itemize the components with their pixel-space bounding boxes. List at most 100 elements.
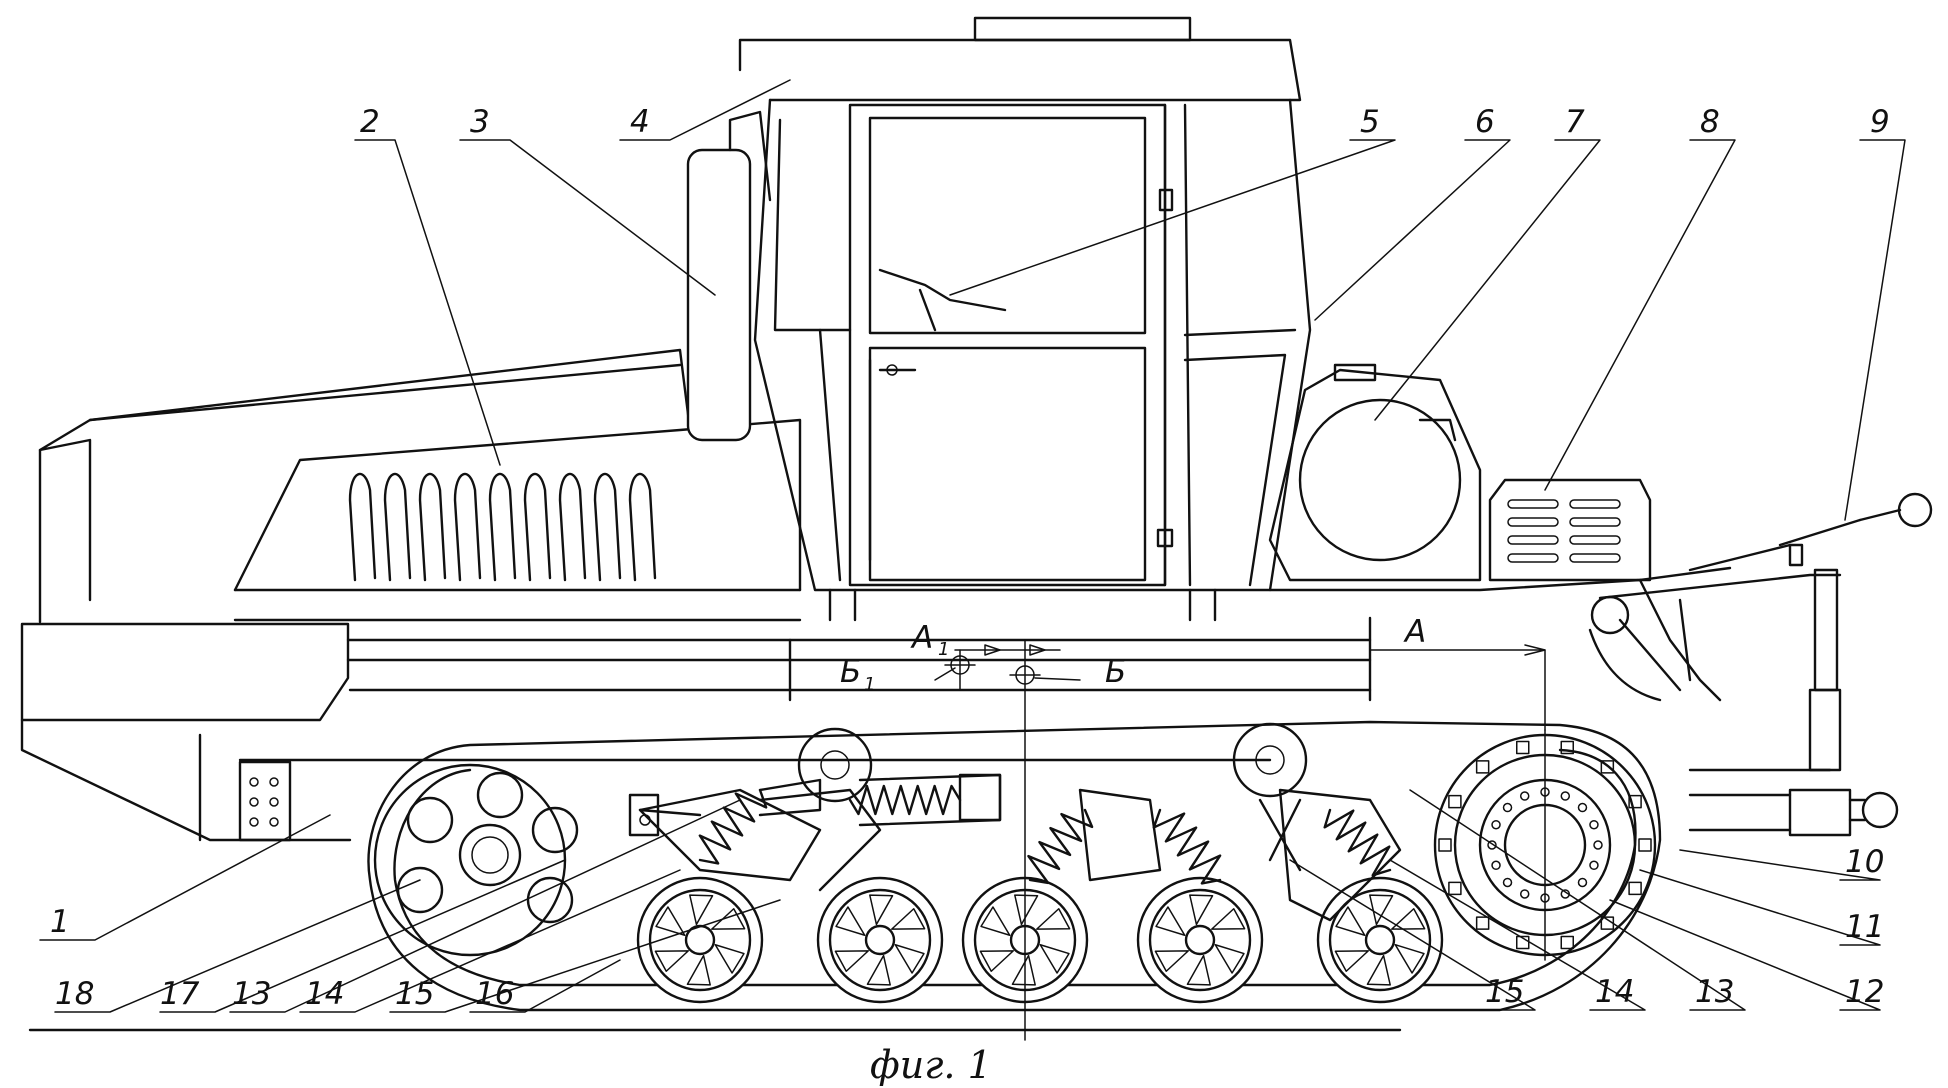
vent-slot bbox=[628, 472, 657, 582]
road-wheel-spoke bbox=[1154, 950, 1190, 973]
callout-13-left: 13 bbox=[232, 976, 271, 1012]
front-idler-wheel bbox=[373, 763, 579, 957]
road-wheel-spoke bbox=[654, 950, 690, 973]
spring-coil bbox=[1027, 808, 1094, 885]
road-wheel-spoke bbox=[1155, 906, 1186, 937]
road-wheel-spoke bbox=[1390, 907, 1426, 930]
road-wheel-spoke bbox=[894, 943, 925, 974]
road-wheel-rim bbox=[828, 888, 932, 992]
sprocket-bolt bbox=[1577, 877, 1588, 888]
road-wheel-spoke bbox=[979, 950, 1015, 973]
road-wheel-spoke bbox=[1394, 943, 1425, 974]
road-wheel-spoke bbox=[869, 894, 894, 926]
callout-labels: 2 3 4 5 6 7 8 9 1 18 17 13 14 15 16 10 1… bbox=[50, 104, 1890, 1087]
sprocket-bolt bbox=[1560, 791, 1571, 801]
sprocket-bolt bbox=[1519, 791, 1530, 801]
callout-1: 1 bbox=[50, 904, 70, 940]
sprocket-tooth bbox=[1475, 760, 1490, 774]
marker-a1-sub: 1 bbox=[938, 639, 949, 660]
callout-8: 8 bbox=[1700, 104, 1720, 140]
spring-coil bbox=[1152, 808, 1222, 885]
sprocket-tooth bbox=[1638, 838, 1652, 852]
sprocket-bolt bbox=[1487, 840, 1497, 850]
callout-7: 7 bbox=[1565, 104, 1585, 140]
callout-14-left: 14 bbox=[305, 976, 344, 1012]
sprocket-bolt bbox=[1589, 860, 1599, 871]
spring-coil bbox=[698, 788, 768, 865]
sprocket-tooth bbox=[1600, 760, 1615, 774]
sprocket-tooth bbox=[1628, 881, 1642, 896]
callout-15-left: 15 bbox=[395, 976, 434, 1012]
fuel-tank bbox=[1268, 363, 1482, 582]
road-wheel-spoke bbox=[1039, 943, 1070, 974]
road-wheel-spoke bbox=[890, 907, 926, 930]
battery-vent bbox=[1507, 553, 1559, 563]
battery-vent bbox=[1507, 517, 1559, 527]
road-wheel-spoke bbox=[1369, 894, 1394, 926]
rear-hitch bbox=[1268, 492, 1933, 837]
road-wheel-spoke bbox=[1334, 950, 1370, 973]
road-wheel-hub bbox=[864, 924, 896, 956]
battery-vent bbox=[1569, 535, 1621, 545]
vent-slot bbox=[418, 472, 447, 582]
marker-b1: Б bbox=[840, 654, 861, 690]
callout-3: 3 bbox=[470, 104, 490, 140]
marker-b1-sub: 1 bbox=[864, 674, 875, 695]
vent-slot bbox=[453, 472, 482, 582]
callout-14-right: 14 bbox=[1595, 974, 1634, 1010]
sprocket-tooth bbox=[1448, 794, 1462, 809]
leader-lines bbox=[39, 79, 1906, 1013]
vent-slot bbox=[558, 472, 587, 582]
road-wheel-spoke bbox=[1011, 954, 1036, 986]
spring-coil bbox=[1323, 808, 1392, 877]
engine-hood bbox=[38, 348, 802, 624]
marker-a1: А bbox=[910, 620, 933, 656]
suspension-bogies bbox=[628, 773, 1402, 922]
suspension-springs bbox=[698, 784, 1392, 885]
road-wheel-hub bbox=[1364, 924, 1396, 956]
road-wheel-rim bbox=[648, 888, 752, 992]
callout-11: 11 bbox=[1845, 909, 1884, 945]
road-wheels bbox=[636, 876, 1444, 1004]
air-cleaner bbox=[686, 110, 772, 442]
sprocket-tooth bbox=[1438, 838, 1452, 852]
vent-slot bbox=[348, 472, 377, 582]
battery-vent bbox=[1507, 499, 1559, 509]
road-wheel bbox=[816, 876, 944, 1004]
road-wheel bbox=[1316, 876, 1444, 1004]
sprocket-tooth bbox=[1475, 916, 1490, 930]
front-frame bbox=[20, 616, 1372, 842]
road-wheel bbox=[636, 876, 764, 1004]
road-wheel-spoke bbox=[1214, 943, 1245, 974]
reference-lines bbox=[934, 639, 1546, 1041]
callout-6: 6 bbox=[1475, 104, 1495, 140]
battery-vent bbox=[1569, 553, 1621, 563]
sprocket-tooth bbox=[1448, 881, 1462, 896]
callout-13-right: 13 bbox=[1695, 974, 1734, 1010]
road-wheel-spoke bbox=[1210, 907, 1246, 930]
vent-slot bbox=[488, 472, 517, 582]
road-wheel-spoke bbox=[866, 954, 891, 986]
road-wheel-spoke bbox=[1014, 894, 1039, 926]
road-wheel-spoke bbox=[1189, 894, 1214, 926]
callout-16: 16 bbox=[475, 976, 514, 1012]
sprocket-tooth bbox=[1515, 935, 1530, 950]
callout-18: 18 bbox=[55, 976, 94, 1012]
callout-5: 5 bbox=[1360, 104, 1380, 140]
battery-box bbox=[1488, 478, 1652, 582]
vent-slot bbox=[523, 472, 552, 582]
sprocket-tooth bbox=[1628, 794, 1642, 809]
road-wheel-spoke bbox=[1335, 906, 1366, 937]
cab bbox=[738, 16, 1312, 622]
road-wheel-spoke bbox=[980, 906, 1011, 937]
bolt-plate bbox=[238, 760, 292, 842]
sprocket-bolt bbox=[1593, 840, 1603, 850]
road-wheel-spoke bbox=[834, 950, 870, 973]
road-wheel-spoke bbox=[835, 906, 866, 937]
figure-caption: фиг. 1 bbox=[870, 1043, 992, 1087]
road-wheel-spoke bbox=[686, 954, 711, 986]
road-wheel-spoke bbox=[1186, 954, 1211, 986]
callout-9: 9 bbox=[1870, 104, 1890, 140]
callout-17: 17 bbox=[160, 976, 200, 1012]
road-wheel bbox=[1136, 876, 1264, 1004]
